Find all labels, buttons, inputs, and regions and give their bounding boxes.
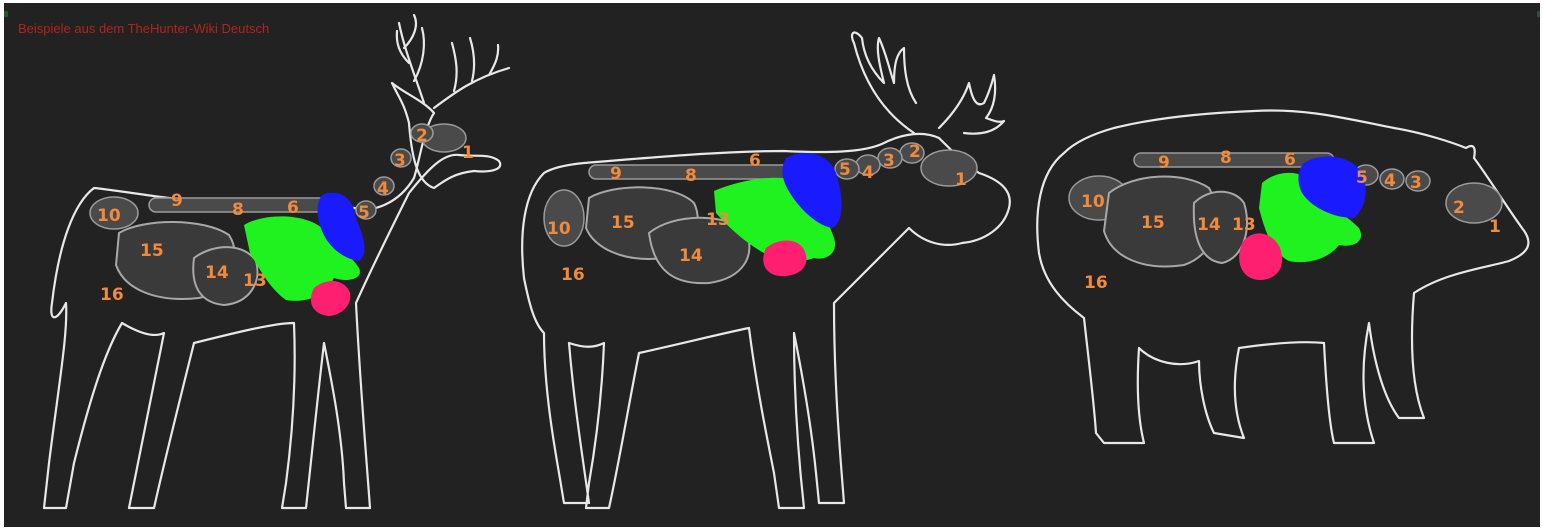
diagram-canvas: Beispiele aus dem TheHunter-Wiki Deutsch <box>4 3 1540 527</box>
moose-label-16: 16 <box>561 265 585 285</box>
deer-label-8: 8 <box>232 200 244 220</box>
moose-label-15: 15 <box>611 213 635 233</box>
deer-heart <box>311 281 350 316</box>
moose-label-13: 13 <box>706 210 730 230</box>
bear-label-9: 9 <box>1158 153 1170 173</box>
bear-label-5: 5 <box>1356 168 1368 188</box>
bear-label-4: 4 <box>1384 171 1396 191</box>
bear-label-13: 13 <box>1232 215 1256 235</box>
bear-label-16: 16 <box>1084 273 1108 293</box>
bear-label-15: 15 <box>1141 213 1165 233</box>
moose-label-10: 10 <box>547 219 571 239</box>
deer-label-16: 16 <box>100 285 124 305</box>
moose-label-6: 6 <box>749 151 761 171</box>
moose-label-9: 9 <box>610 164 622 184</box>
moose-antler-left <box>852 33 916 133</box>
moose-antler-right <box>939 75 1004 134</box>
moose-label-14: 14 <box>679 246 703 266</box>
bear-label-8: 8 <box>1220 148 1232 168</box>
moose-label-5: 5 <box>839 160 851 180</box>
bear-label-2: 2 <box>1453 198 1465 218</box>
moose-skull-bone <box>921 150 977 186</box>
moose-label-3: 3 <box>883 151 895 171</box>
animal-diagram: 1 2 3 4 5 6 8 9 10 13 14 15 16 <box>4 3 1540 527</box>
deer-label-9: 9 <box>171 191 183 211</box>
moose-label-1: 1 <box>955 170 967 190</box>
bear-label-1: 1 <box>1489 217 1501 237</box>
deer-label-2: 2 <box>416 126 428 146</box>
deer-label-4: 4 <box>377 179 389 199</box>
moose-figure: 1 2 3 4 5 6 8 9 10 13 14 15 16 <box>522 33 1010 508</box>
bear-label-3: 3 <box>1410 173 1422 193</box>
moose-label-8: 8 <box>685 166 697 186</box>
bear-label-14: 14 <box>1197 215 1221 235</box>
bear-label-10: 10 <box>1081 192 1105 212</box>
moose-heart <box>763 240 806 276</box>
deer-label-13: 13 <box>243 271 267 291</box>
deer-label-14: 14 <box>205 263 229 283</box>
deer-label-1: 1 <box>462 143 474 163</box>
deer-figure: 1 2 3 4 5 6 8 9 10 13 14 15 16 <box>44 15 509 508</box>
deer-antler-right <box>434 38 509 108</box>
moose-label-2: 2 <box>909 142 921 162</box>
deer-label-3: 3 <box>394 151 406 171</box>
moose-label-4: 4 <box>862 163 874 183</box>
deer-label-6: 6 <box>287 198 299 218</box>
bear-label-6: 6 <box>1284 150 1296 170</box>
deer-label-5: 5 <box>358 203 370 223</box>
deer-label-15: 15 <box>140 241 164 261</box>
bear-figure: 1 2 3 4 5 6 8 9 10 13 14 15 16 <box>1037 110 1528 443</box>
deer-label-10: 10 <box>97 206 121 226</box>
